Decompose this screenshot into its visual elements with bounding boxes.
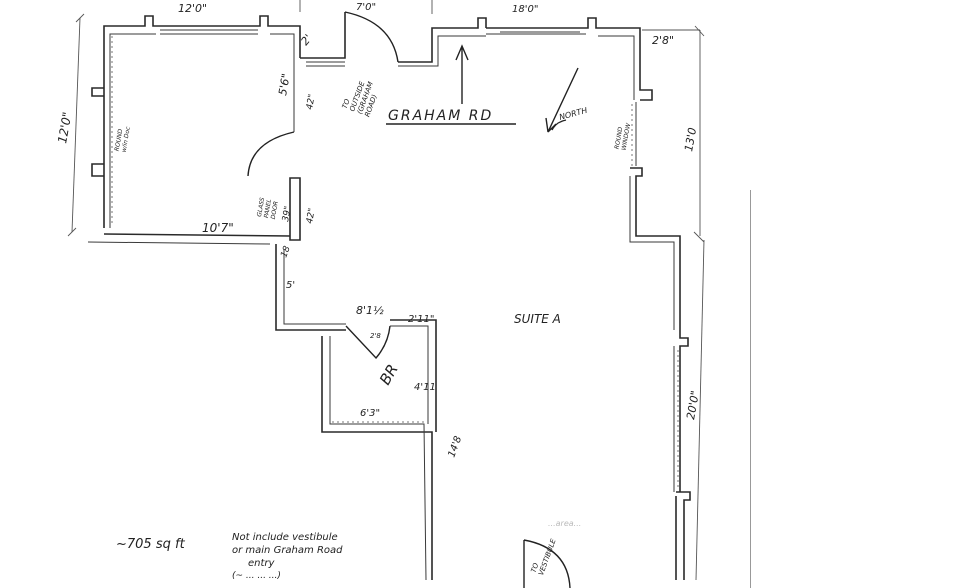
page-edge xyxy=(750,190,751,588)
dim-br-right: 4'11 xyxy=(414,382,436,393)
entry-walls xyxy=(299,0,487,67)
dim-42-top: 42" xyxy=(305,93,318,110)
dim-18: 18 xyxy=(279,245,292,259)
outside-door-note: TO OUTSIDE (GRAHAM ROAD) xyxy=(341,80,379,118)
north-label: NORTH xyxy=(558,106,588,122)
dim-42-bottom: 42" xyxy=(305,207,318,224)
dim-glass-door: 39" xyxy=(281,205,294,222)
svg-text:entry: entry xyxy=(248,558,276,569)
suite-label: SUITE A xyxy=(514,312,561,326)
svg-text:Not include vestibule: Not include vestibule xyxy=(232,532,338,543)
svg-text:VESTIBULE: VESTIBULE xyxy=(537,537,558,576)
dim-top-left: 12'0" xyxy=(178,2,207,15)
svg-text:(~ ... ... ...): (~ ... ... ...) xyxy=(232,571,281,581)
dim-br-top: 2'11" xyxy=(408,314,434,325)
corridor-walls xyxy=(275,244,437,581)
street-arrow-icon xyxy=(386,44,516,125)
dim-right-lower: 20'0" xyxy=(684,390,702,421)
vestibule-door xyxy=(523,539,571,588)
svg-text:WINDOW: WINDOW xyxy=(621,122,633,151)
north-arrow-icon xyxy=(545,67,579,133)
dim-br-bottom: 6'3" xyxy=(360,408,380,419)
svg-text:or main Graham Road: or main Graham Road xyxy=(232,545,343,556)
dim-5ft: 5' xyxy=(286,280,295,291)
dim-left-room-height: 12'0" xyxy=(55,111,74,145)
area-note: ~705 sq ft Not include vestibule or main… xyxy=(116,532,343,581)
dim-top-right: 18'0" xyxy=(512,4,538,15)
left-room-walls xyxy=(87,15,301,245)
outside-door-arc xyxy=(344,11,399,63)
faint-note: ...area... xyxy=(548,519,581,528)
bathroom-label: BR xyxy=(376,361,402,388)
window-note-left: ROUND w/in Doc xyxy=(114,126,133,153)
left-dimension-line xyxy=(67,13,85,237)
svg-text:DOOR: DOOR xyxy=(270,201,280,220)
glass-door-note: GLASS PANEL DOOR xyxy=(256,197,280,220)
dim-corridor: 8'1½ xyxy=(356,304,384,317)
window-note-right: ROUND WINDOW xyxy=(614,122,633,151)
dim-lower-left: 14'8 xyxy=(446,435,464,459)
svg-text:TO: TO xyxy=(341,97,352,109)
br-door-dimension: 2'8 xyxy=(370,332,381,340)
right-walls xyxy=(486,17,705,581)
svg-text:ROUND: ROUND xyxy=(114,128,125,152)
svg-text:GLASS: GLASS xyxy=(256,197,266,218)
dim-top-center: 7'0" xyxy=(356,2,376,13)
svg-text:TO: TO xyxy=(530,561,541,573)
glass-panel-door xyxy=(247,131,295,177)
bathroom-door xyxy=(345,325,391,360)
area-value: ~705 sq ft xyxy=(116,537,186,552)
street-label: GRAHAM RD xyxy=(388,108,493,124)
svg-text:w/in Doc: w/in Doc xyxy=(121,126,133,153)
dim-left-room-bottom: 10'7" xyxy=(202,221,234,235)
svg-text:ROUND: ROUND xyxy=(614,126,625,150)
dim-2ft: 2' xyxy=(298,32,314,48)
vestibule-note: TO VESTIBULE xyxy=(530,537,558,576)
dim-right-upper: 13'0 xyxy=(682,127,699,153)
svg-text:PANEL: PANEL xyxy=(263,199,273,219)
dim-right-offset: 2'8" xyxy=(652,34,674,47)
dim-5-6: 5'6" xyxy=(276,73,293,97)
